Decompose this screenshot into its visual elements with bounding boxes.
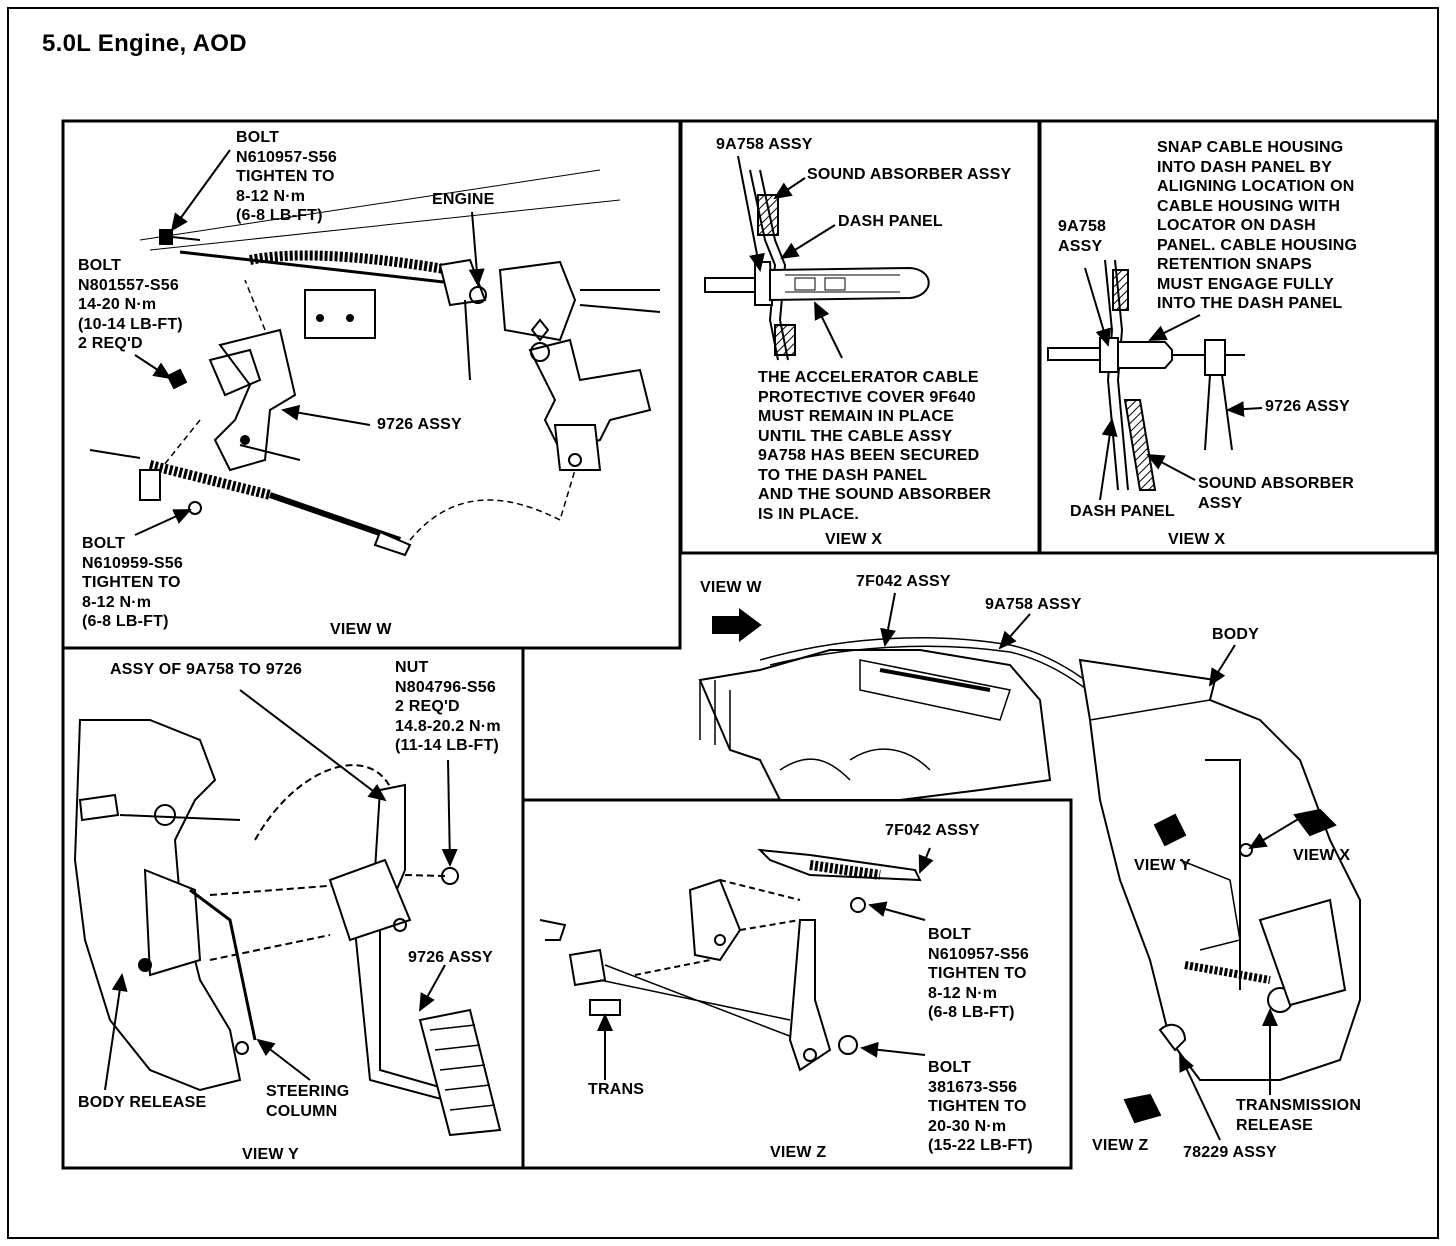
overview-view-x-label: VIEW X <box>1293 847 1351 864</box>
view-z-drawing <box>539 847 934 1080</box>
view-x1-dash-panel-label: DASH PANEL <box>838 213 943 230</box>
page-border <box>7 7 1439 1239</box>
view-x1-drawing <box>704 155 930 361</box>
view-x2-9726-label: 9726 ASSY <box>1265 398 1350 415</box>
view-y-9726-label: 9726 ASSY <box>408 949 493 966</box>
view-z-7f042-label: 7F042 ASSY <box>885 822 980 839</box>
panel-view-x2 <box>1038 119 1438 555</box>
view-w-engine-label: ENGINE <box>432 191 495 208</box>
view-w-bolt-bottom-label: BOLT N610959-S56 TIGHTEN TO 8-12 N·m (6-… <box>82 535 183 630</box>
overview-transmission-release-label: TRANSMISSION RELEASE <box>1236 1097 1362 1134</box>
view-z-trans-label: TRANS <box>588 1081 645 1098</box>
view-y-caption: VIEW Y <box>242 1146 299 1163</box>
page-title: 5.0L Engine, AOD <box>42 30 247 57</box>
overview-78229-label: 78229 ASSY <box>1183 1144 1277 1161</box>
view-x2-note: SNAP CABLE HOUSING INTO DASH PANEL BY AL… <box>1157 139 1358 312</box>
view-x1-caption: VIEW X <box>825 531 883 548</box>
view-y-drawing <box>73 689 502 1137</box>
view-x2-drawing <box>1047 259 1263 501</box>
view-x2-dash-panel-label: DASH PANEL <box>1070 503 1175 520</box>
view-y-nut-label: NUT N804796-S56 2 REQ'D 14.8-20.2 N·m (1… <box>395 659 501 754</box>
overview-view-w-label: VIEW W <box>700 579 762 596</box>
view-x2-caption: VIEW X <box>1168 531 1226 548</box>
view-x2-9a758-label: 9A758 ASSY <box>1058 218 1107 255</box>
overview-view-y-label: VIEW Y <box>1134 857 1191 874</box>
view-x1-note: THE ACCELERATOR CABLE PROTECTIVE COVER 9… <box>758 369 992 523</box>
view-z-caption: VIEW Z <box>770 1144 827 1161</box>
overview-7f042-label: 7F042 ASSY <box>856 573 951 590</box>
view-w-9726-label: 9726 ASSY <box>377 416 462 433</box>
view-w-bolt-top-label: BOLT N610957-S56 TIGHTEN TO 8-12 N·m (6-… <box>236 129 337 224</box>
overview-view-z-label: VIEW Z <box>1092 1137 1149 1154</box>
view-z-bolt-top-label: BOLT N610957-S56 TIGHTEN TO 8-12 N·m (6-… <box>928 926 1029 1021</box>
view-y-body-release-label: BODY RELEASE <box>78 1094 207 1111</box>
view-w-bolt-left-label: BOLT N801557-S56 14-20 N·m (10-14 LB-FT)… <box>78 257 183 352</box>
overview-drawing <box>698 592 1361 1141</box>
overview-body-label: BODY <box>1212 626 1260 643</box>
view-x1-sound-absorber-label: SOUND ABSORBER ASSY <box>807 166 1012 183</box>
view-w-drawing <box>89 149 661 557</box>
view-x2-sound-absorber-label: SOUND ABSORBER ASSY <box>1198 475 1354 512</box>
view-z-bolt-bottom-label: BOLT 381673-S56 TIGHTEN TO 20-30 N·m (15… <box>928 1059 1033 1154</box>
overview-9a758-label: 9A758 ASSY <box>985 596 1082 613</box>
view-w-caption: VIEW W <box>330 621 392 638</box>
view-y-steering-column-label: STEERING COLUMN <box>266 1083 350 1120</box>
view-y-assy-note: ASSY OF 9A758 TO 9726 <box>110 661 303 678</box>
view-x1-9a758-label: 9A758 ASSY <box>716 136 813 153</box>
